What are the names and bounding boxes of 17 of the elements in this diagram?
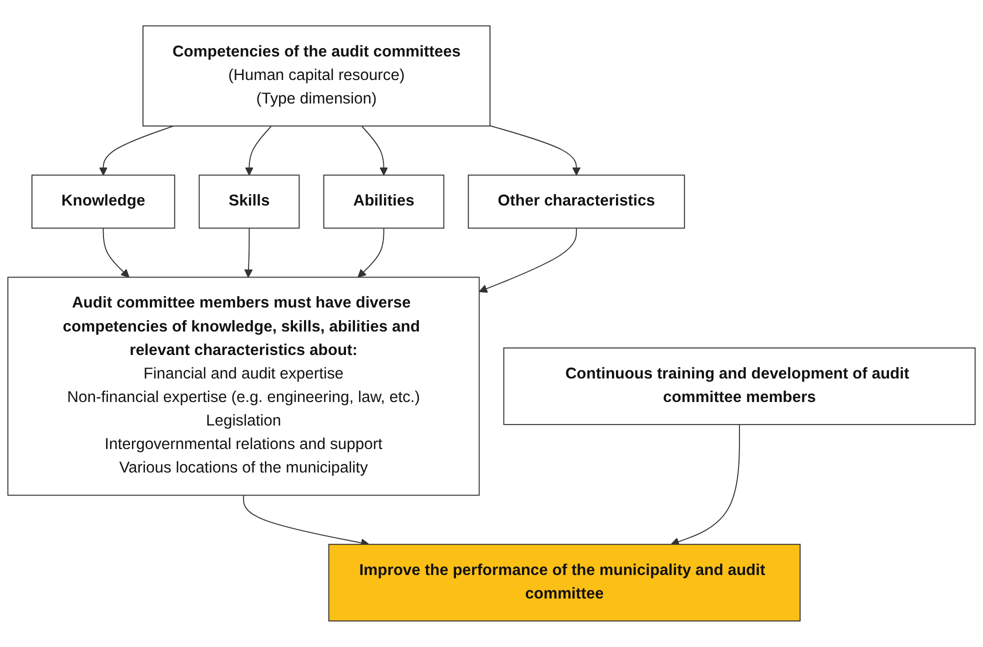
arrow [490,125,581,176]
node-box: Improve the performance of the municipality and audit committee [328,544,801,622]
arrow [358,228,384,278]
arrow [102,228,130,278]
node-box: Audit committee members must have diverse competencies of knowledge, skills, abilities and relevant characteristics about: Financial and audit expertise Non-financial expertise (e.g. engineering, law, etc.) Legislation Intergovernmental relations and support Various locations of the municipality [7,276,480,496]
node-box: Other characteristics [468,174,685,229]
arrow [244,126,272,176]
arrow [670,424,740,546]
arrow [244,228,253,278]
node-box: Competencies of the audit committees (Human capital resource) (Type dimension) [142,25,490,127]
node-box: Abilities [323,174,444,229]
arrow [361,126,388,176]
arrow [478,228,577,293]
arrow [99,126,174,176]
node-box: Skills [198,174,300,229]
node-box: Continuous training and development of audit committee members [503,348,976,426]
node-box: Knowledge [31,174,176,229]
